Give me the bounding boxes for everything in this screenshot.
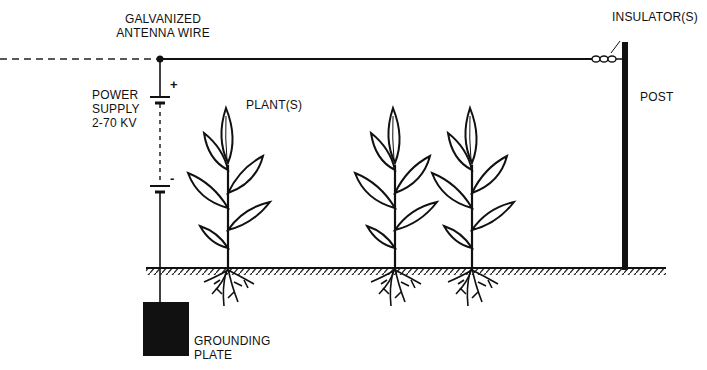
wire-label: GALVANIZED ANTENNA WIRE — [107, 12, 219, 40]
power-supply-label: POWER SUPPLY 2-70 KV — [92, 88, 150, 130]
grounding-plate-label: GROUNDING PLATE — [194, 334, 282, 362]
polarity-sign: + — [170, 78, 178, 92]
plant-label: PLANT(S) — [246, 98, 302, 112]
insulator-label: INSULATOR(S) — [612, 10, 698, 24]
post-label: POST — [640, 90, 673, 104]
polarity-sign: - — [170, 172, 175, 186]
